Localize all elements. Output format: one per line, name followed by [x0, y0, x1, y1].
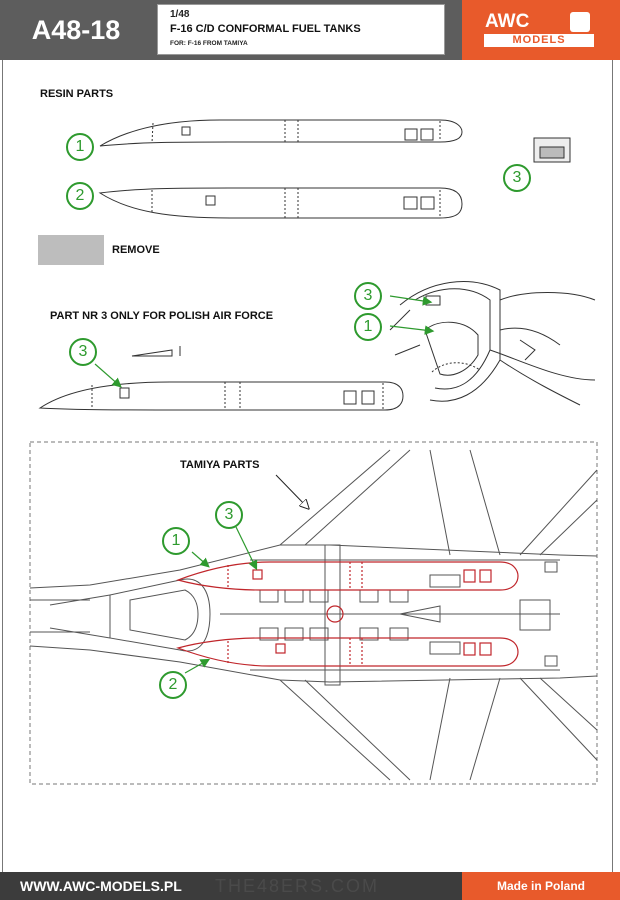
resin-part-3-drawing — [533, 137, 571, 163]
detail-view-drawing — [389, 281, 596, 406]
tamiya-parts-label: TAMIYA PARTS — [180, 459, 260, 471]
logo-square-icon — [570, 12, 590, 32]
instruction-sheet — [2, 60, 613, 872]
tamiya-arrow — [275, 474, 308, 508]
callout-part-2: 2 — [66, 182, 94, 210]
product-subtitle: FOR: F-16 FROM TAMIYA — [170, 40, 248, 47]
made-in-label: Made in Poland — [462, 872, 620, 900]
cft-outline-red — [176, 561, 519, 667]
remove-swatch — [38, 235, 104, 265]
logo-text-bottom: MODELS — [484, 34, 594, 47]
polish-part-drawing — [38, 346, 404, 411]
header-bar: A48-18 1/48 F-16 C/D CONFORMAL FUEL TANK… — [0, 0, 620, 60]
callout-plan-3: 3 — [215, 501, 243, 529]
callout-plan-2: 2 — [159, 671, 187, 699]
title-box: 1/48 F-16 C/D CONFORMAL FUEL TANKS FOR: … — [157, 4, 445, 55]
product-title: F-16 C/D CONFORMAL FUEL TANKS — [170, 23, 361, 35]
callout-part-1: 1 — [66, 133, 94, 161]
website-link[interactable]: WWW.AWC-MODELS.PL — [20, 878, 182, 894]
callout-detail-3: 3 — [354, 282, 382, 310]
callout-plan-1: 1 — [162, 527, 190, 555]
callout-arrows — [94, 295, 435, 674]
remove-label: REMOVE — [112, 244, 160, 256]
callout-part-3: 3 — [503, 164, 531, 192]
tamiya-parts-frame — [29, 441, 598, 785]
polish-note: PART NR 3 ONLY FOR POLISH AIR FORCE — [50, 310, 274, 322]
product-code: A48-18 — [31, 15, 121, 45]
scale-label: 1/48 — [170, 9, 190, 20]
footer-bar: WWW.AWC-MODELS.PL THE48ERS.COM Made in P… — [0, 872, 620, 900]
resin-parts-heading: RESIN PARTS — [40, 88, 114, 100]
resin-part-2-drawing — [98, 187, 463, 219]
callout-detail-1: 1 — [354, 313, 382, 341]
awc-logo: AWC MODELS — [462, 0, 620, 60]
watermark: THE48ERS.COM — [215, 876, 380, 896]
logo-text-top: AWC — [485, 11, 530, 32]
callout-polish-3: 3 — [69, 338, 97, 366]
aircraft-plan-view — [29, 449, 598, 781]
resin-part-1-drawing — [99, 119, 463, 147]
